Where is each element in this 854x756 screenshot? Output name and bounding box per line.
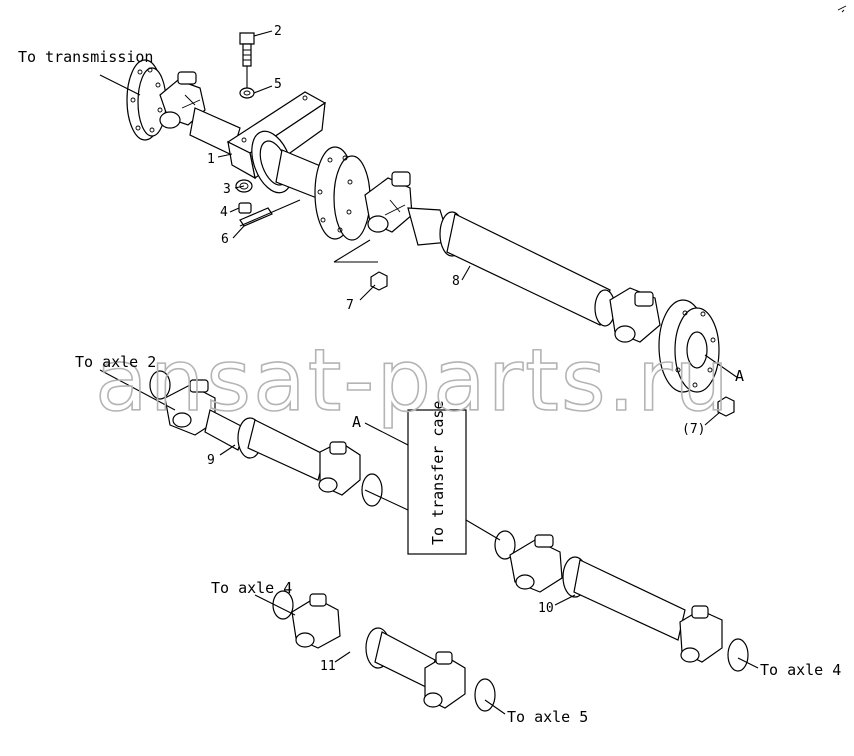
upper-shaft-assembly [126, 32, 735, 417]
ref-a-upper-label: A [352, 413, 361, 431]
to-axle-4-left-label: To axle 4 [211, 579, 292, 597]
front-axle-shaft [149, 370, 383, 507]
destination-labels: To transmission To axle 2 To axle 4 To a… [18, 48, 841, 726]
leader-lines [99, 30, 759, 715]
callout-11: 11 [320, 659, 336, 674]
callout-10: 10 [538, 601, 554, 616]
callout-7: 7 [346, 298, 354, 313]
bolt-6 [239, 207, 273, 227]
rear-axle-shaft-10 [494, 530, 749, 672]
to-axle-2-label: To axle 2 [75, 353, 156, 371]
washer-5 [239, 87, 255, 99]
universal-joint-3 [609, 287, 661, 343]
callout-7-repeat: (7) [682, 422, 705, 437]
long-shaft-tube [446, 213, 611, 326]
ref-a-lower-label: A [735, 367, 744, 385]
callout-1: 1 [207, 152, 215, 167]
output-flange [658, 299, 720, 393]
axle-4-5-shaft [272, 590, 496, 712]
intermediate-flange [314, 146, 371, 241]
callout-6: 6 [221, 232, 229, 247]
callout-5: 5 [274, 77, 282, 92]
nut-4 [238, 202, 252, 214]
callout-8: 8 [452, 274, 460, 289]
callout-3: 3 [223, 182, 231, 197]
watermark-text: ansat-parts.ru [95, 331, 731, 431]
nut-7-repeat [717, 396, 735, 417]
to-axle-5-label: To axle 5 [507, 708, 588, 726]
callout-4: 4 [220, 205, 228, 220]
bolt-2 [239, 32, 255, 67]
part-callouts: 2 5 1 3 4 6 7 8 (7) 9 10 11 [207, 24, 705, 674]
to-axle-4-right-label: To axle 4 [760, 661, 841, 679]
callout-2: 2 [274, 24, 282, 39]
transfer-case-box: To transfer case [407, 401, 467, 555]
universal-joint-2 [364, 171, 413, 233]
input-flange [126, 59, 167, 141]
center-bearing-bracket [226, 91, 327, 194]
corner-mark [837, 5, 847, 13]
callout-9: 9 [207, 453, 215, 468]
to-transmission-label: To transmission [18, 48, 153, 66]
to-transfer-case-label: To transfer case [429, 401, 447, 546]
